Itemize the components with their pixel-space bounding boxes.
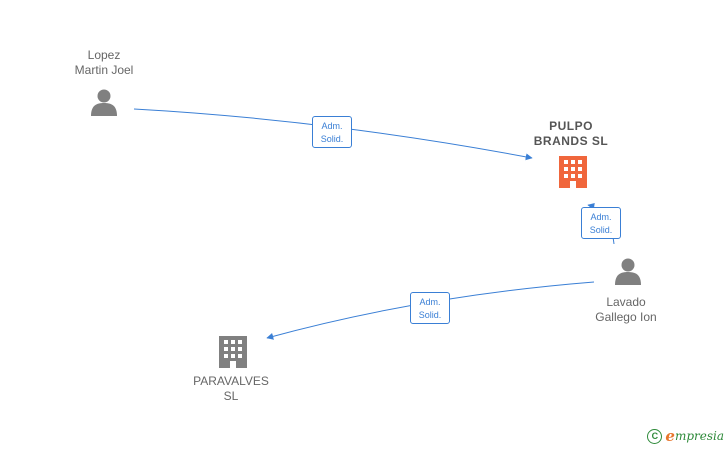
edge-role-label[interactable]: Adm. Solid. xyxy=(410,292,450,324)
building-icon[interactable] xyxy=(559,156,587,188)
brand-logo[interactable]: C e mpresia xyxy=(647,426,724,446)
role-line2: Solid. xyxy=(589,225,613,235)
node-label-lopez[interactable]: Lopez Martin Joel xyxy=(54,48,154,78)
node-name-line1: Lavado xyxy=(606,295,646,309)
node-name-line1: Lopez xyxy=(87,48,121,62)
node-name-line2: BRANDS SL xyxy=(533,134,609,148)
role-line1: Adm. xyxy=(590,212,612,222)
logo-wordmark: mpresia xyxy=(674,429,724,443)
edge-role-label[interactable]: Adm. Solid. xyxy=(312,116,352,148)
role-line2: Solid. xyxy=(320,134,344,144)
node-name-line2: SL xyxy=(223,389,239,403)
node-name-line2: Gallego Ion xyxy=(595,310,657,324)
node-name-line1: PARAVALVES xyxy=(193,374,269,388)
person-icon[interactable] xyxy=(91,89,117,117)
edge-role-label[interactable]: Adm. Solid. xyxy=(581,207,621,239)
node-name-line1: PULPO xyxy=(549,119,593,133)
node-label-lavado[interactable]: Lavado Gallego Ion xyxy=(576,295,676,325)
logo-initial: e xyxy=(665,427,675,445)
person-icon[interactable] xyxy=(615,258,641,286)
node-label-pulpo[interactable]: PULPO BRANDS SL xyxy=(521,119,621,149)
role-line1: Adm. xyxy=(419,297,441,307)
role-line1: Adm. xyxy=(321,121,343,131)
node-label-paravalves[interactable]: PARAVALVES SL xyxy=(181,374,281,404)
building-icon[interactable] xyxy=(219,336,247,368)
node-name-line2: Martin Joel xyxy=(74,63,134,77)
role-line2: Solid. xyxy=(418,310,442,320)
copyright-icon: C xyxy=(647,428,663,444)
